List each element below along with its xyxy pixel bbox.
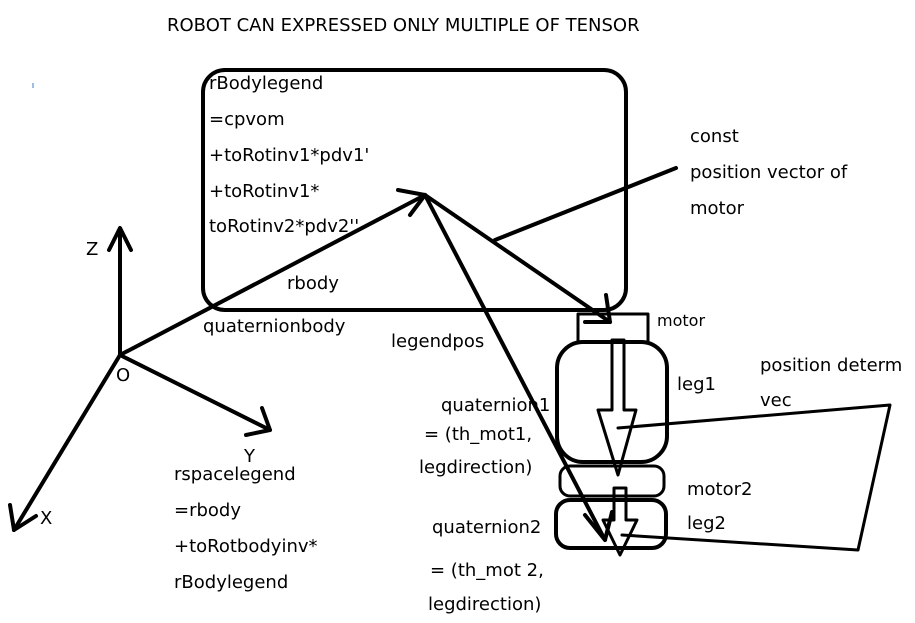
position-note-line-1: position determ: [760, 355, 903, 376]
leg2-direction-arrow: [601, 486, 639, 557]
quaternion1-line-2: = (th_mot1,: [424, 424, 533, 445]
legendpos-vector: [423, 193, 607, 542]
x-axis-arrowhead: [8, 503, 38, 532]
quaternion2-line-2: = (th_mot 2,: [430, 560, 544, 581]
const-note-line-1: const: [690, 126, 739, 147]
legendpos-label: legendpos: [391, 331, 485, 352]
motor2-label: motor2: [687, 479, 753, 500]
z-axis-label: Z: [86, 239, 99, 260]
x-axis: [12, 353, 122, 532]
rbody-vector: [118, 193, 427, 357]
position-pointer-outline: [616, 403, 892, 552]
body-equation-line-3: +toRotinv1*pdv1': [209, 145, 370, 166]
const-note-line-3: motor: [690, 198, 745, 219]
leg1-label: leg1: [677, 374, 716, 395]
body-equation-line-1: rBodylegend: [209, 73, 324, 94]
rbody-label: rbody: [287, 273, 339, 294]
body-equation-line-4: +toRotinv1*: [209, 181, 320, 202]
leg2-label: leg2: [687, 513, 726, 534]
position-note-line-2: vec: [760, 390, 792, 411]
rspace-equation-line-1: rspacelegend: [174, 464, 296, 485]
origin-label: O: [116, 365, 131, 386]
motor-label: motor: [657, 311, 706, 330]
quaternion1-line-3: legdirection): [419, 457, 533, 478]
motor2-band: [558, 464, 666, 498]
y-axis: [118, 353, 272, 432]
diagram-title: ROBOT CAN EXPRESSED ONLY MULTIPLE OF TEN…: [167, 15, 640, 36]
y-axis-arrowhead: [244, 406, 272, 437]
rspace-equation-line-4: rBodylegend: [174, 572, 289, 593]
rspace-equation-line-3: +toRotbodyinv*: [174, 536, 318, 557]
rspace-equation-line-2: =rbody: [174, 500, 241, 521]
apex-to-motor-line: [423, 193, 612, 324]
leg1-direction-arrow: [596, 338, 638, 477]
const-note-line-2: position vector of: [690, 162, 848, 183]
motor-box: [576, 312, 650, 344]
leg2-body: [554, 498, 668, 550]
z-axis-arrowhead: [107, 226, 133, 252]
body-equation-line-5: toRotinv2*pdv2'': [209, 216, 360, 237]
const-pointer-line: [493, 166, 678, 242]
body-equation-line-2: =cpvom: [209, 109, 285, 130]
quaternion1-line-1: quaternion1: [441, 395, 551, 416]
quaternion2-line-1: quaternion2: [432, 517, 542, 538]
x-axis-label: X: [40, 508, 53, 529]
quaternion2-line-3: legdirection): [428, 594, 542, 615]
motor-arrowhead: [583, 293, 612, 324]
quaternionbody-label: quaternionbody: [203, 316, 346, 337]
y-axis-label: Y: [244, 446, 255, 467]
